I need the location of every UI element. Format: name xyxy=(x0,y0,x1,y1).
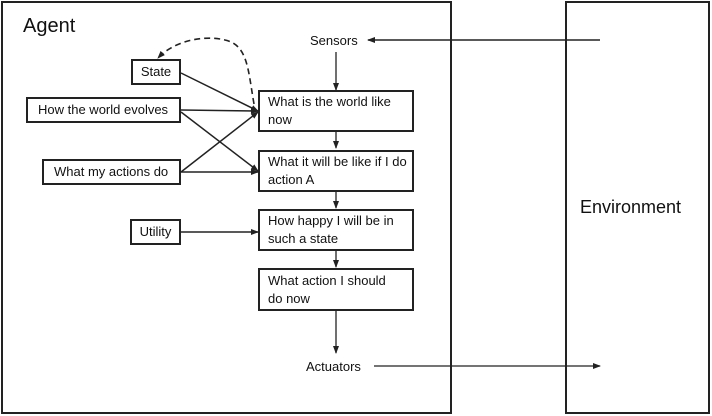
world-evolves-box: How the world evolves xyxy=(26,97,181,123)
state-label: State xyxy=(140,64,172,79)
pipeline-box-world-now: What is the world like now xyxy=(258,90,414,132)
environment-frame xyxy=(565,1,710,414)
utility-box: Utility xyxy=(130,219,181,245)
state-feedback-dashed-arrow xyxy=(157,37,255,105)
actions-do-box: What my actions do xyxy=(42,159,181,185)
pipeline-box-how-happy: How happy I will be in such a state xyxy=(258,209,414,251)
actions-to-world-now-arrow xyxy=(180,111,259,173)
pipeline-label: What action I should do now xyxy=(268,272,386,306)
evolves-to-world-now-arrow xyxy=(180,107,259,114)
pipeline-box-action-now: What action I should do now xyxy=(258,268,414,311)
pipeline-label: How happy I will be in such a state xyxy=(268,213,394,246)
agent-frame xyxy=(1,1,452,414)
actuators-label: Actuators xyxy=(306,359,361,374)
pipeline-box-will-be-like: What it will be like if I do action A xyxy=(258,150,414,192)
state-box: State xyxy=(131,59,181,85)
pipeline-label: What it will be like if I do action A xyxy=(268,154,407,187)
state-to-world-now-arrow xyxy=(180,72,259,112)
actions-do-label: What my actions do xyxy=(54,164,169,179)
world-evolves-label: How the world evolves xyxy=(38,102,169,117)
pipeline-label: What is the world like now xyxy=(268,94,391,127)
utility-label: Utility xyxy=(139,224,172,239)
environment-title: Environment xyxy=(580,197,682,217)
agent-title: Agent xyxy=(23,15,76,37)
sensors-label: Sensors xyxy=(310,33,358,48)
